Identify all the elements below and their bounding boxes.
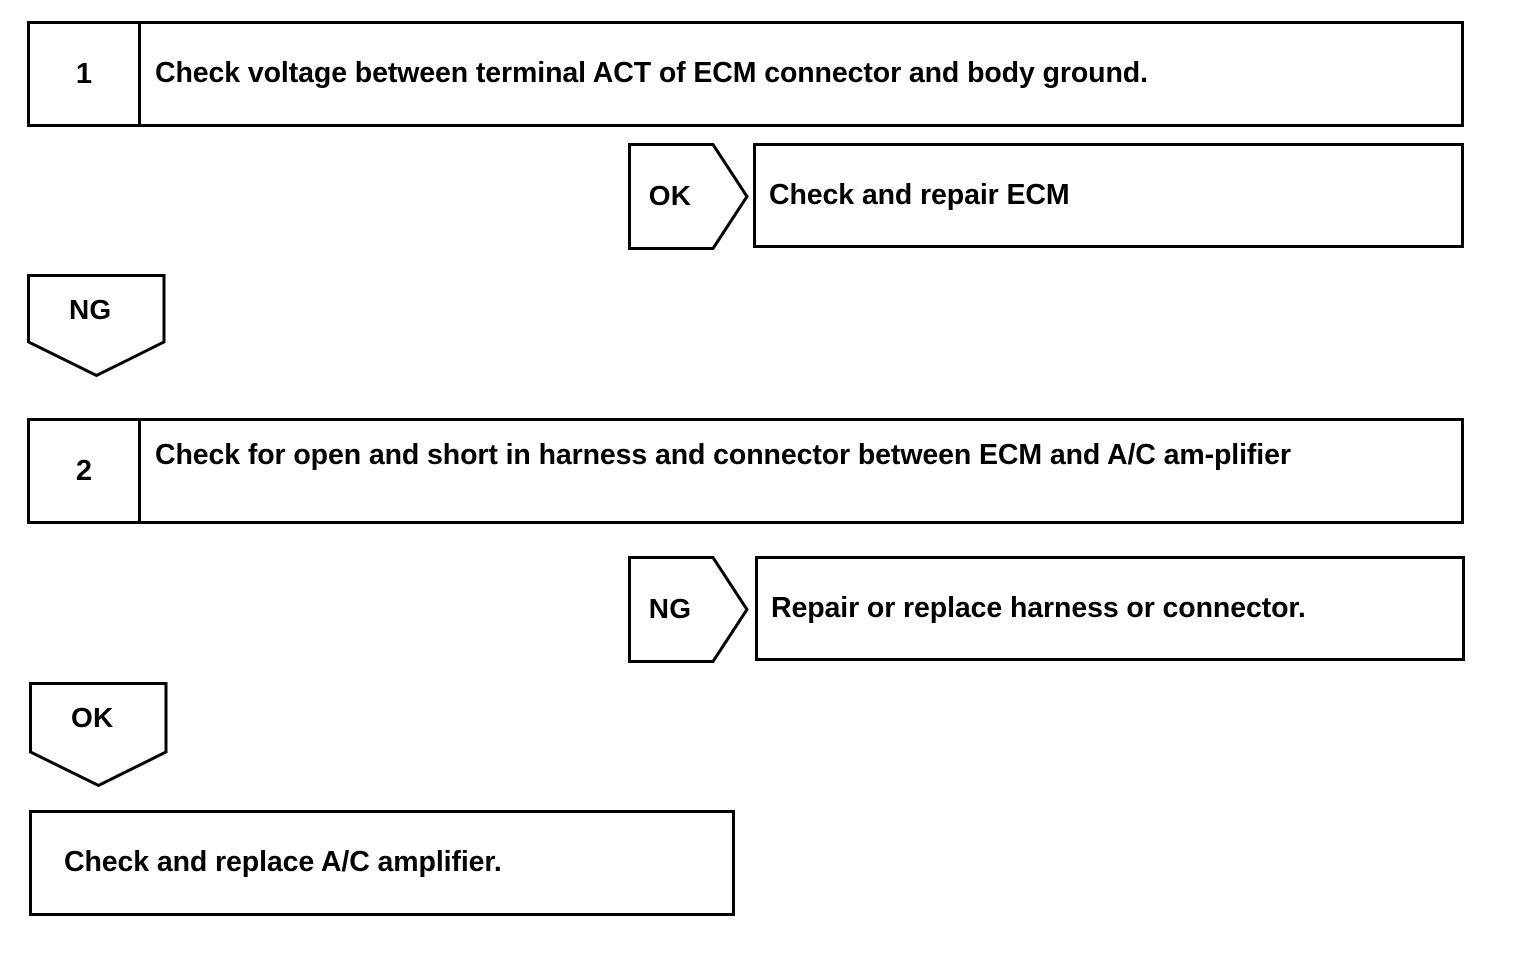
result-box-check-replace-ac-amplifier[interactable]: Check and replace A/C amplifier. [29,810,735,916]
step-text-1: Check voltage between terminal ACT of EC… [155,57,1148,90]
judgement-chevron-ok-1[interactable]: OK [628,143,749,250]
step-box-1[interactable]: 1 Check voltage between terminal ACT of … [27,21,1464,127]
step-box-2[interactable]: 2 Check for open and short in harness an… [27,418,1464,524]
step-number-1: 1 [75,57,93,90]
step-text-wrap-1: Check voltage between terminal ACT of EC… [155,24,1451,124]
step-text-2: Check for open and short in harness and … [155,439,1291,471]
step-text-wrap-2: Check for open and short in harness and … [155,421,1451,521]
result-text: Check and replace A/C amplifier. [64,846,502,879]
judgement-arrow-ok-2[interactable]: OK [29,682,169,788]
judgement-arrow-ng-1[interactable]: NG [27,274,167,378]
result-box-repair-replace-harness[interactable]: Repair or replace harness or connector. [755,556,1465,661]
judgement-chevron-ng-2[interactable]: NG [628,556,749,663]
step-number-2: 2 [75,454,93,487]
result-box-check-repair-ecm[interactable]: Check and repair ECM [753,143,1464,248]
result-text: Repair or replace harness or connector. [771,591,1306,624]
result-text: Check and repair ECM [769,178,1070,211]
step-number-cell-2: 2 [30,421,141,521]
step-number-cell-1: 1 [30,24,141,124]
